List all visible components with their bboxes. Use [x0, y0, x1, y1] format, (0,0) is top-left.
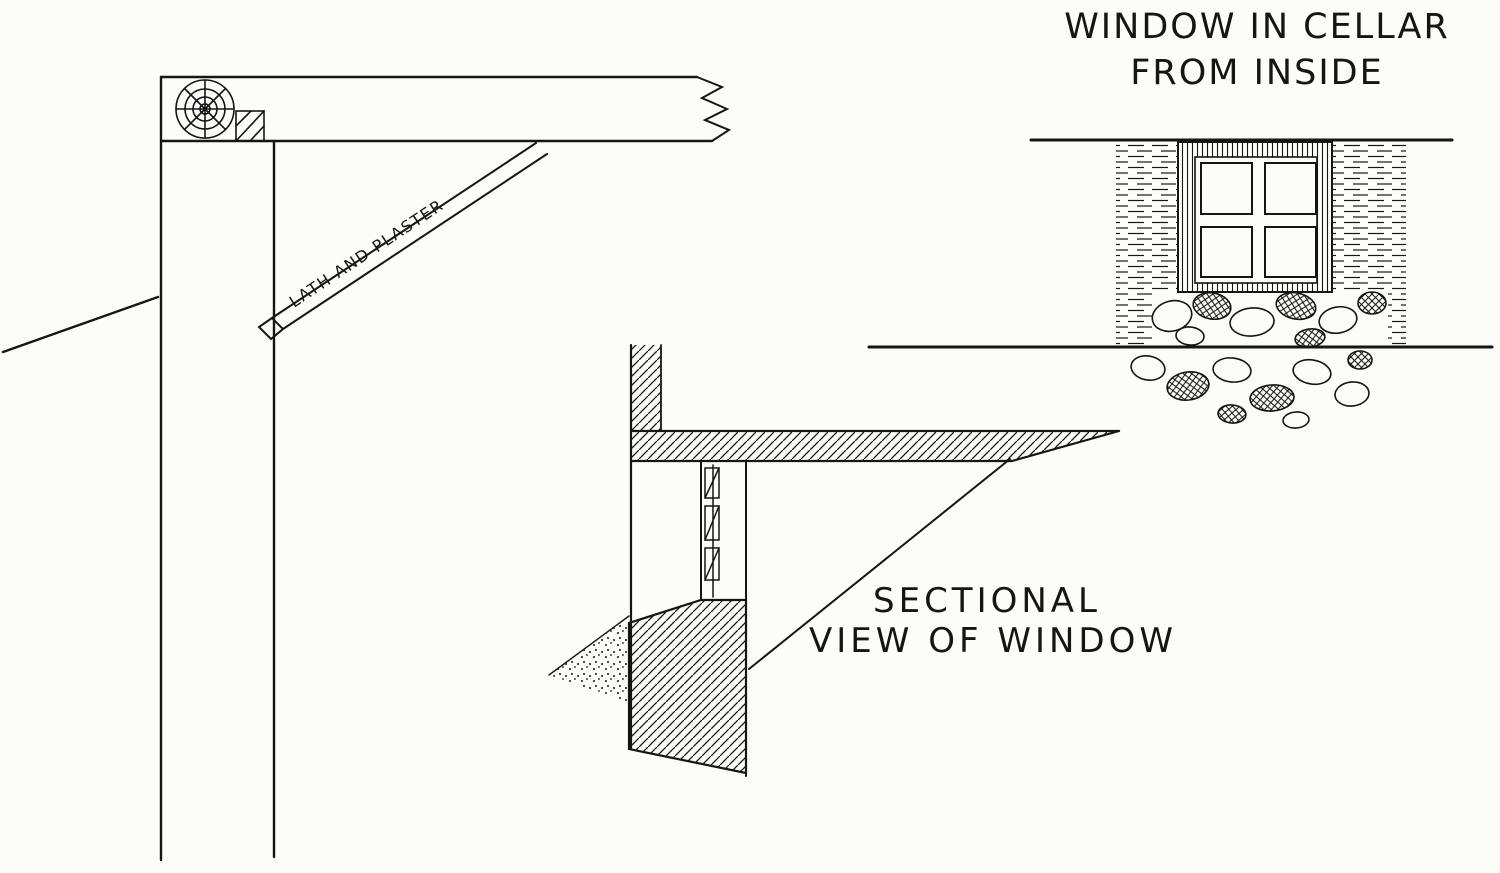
- sectional-label-line1: SECTIONAL: [873, 581, 1101, 621]
- pane-top-right: [1264, 162, 1317, 215]
- framing-section-drawing: [1, 75, 732, 862]
- sectional-label-line2: VIEW OF WINDOW: [809, 621, 1177, 661]
- cellar-title-line1: WINDOW IN CELLAR: [1064, 7, 1450, 47]
- soil-surface-line: [548, 615, 630, 676]
- pane-bottom-right: [1264, 226, 1317, 278]
- sash-sections: [704, 467, 720, 581]
- wall-hatch-lower-right: [1388, 292, 1406, 345]
- lath-board-end-cap: [257, 316, 285, 341]
- caption-leader-line: [748, 458, 1011, 670]
- wall-hatch-left: [1116, 142, 1178, 292]
- masonry-block: [627, 598, 748, 775]
- wall-strip-hatch: [631, 345, 661, 431]
- floor-band-end: [1010, 429, 1121, 463]
- floor-band-hatch: [631, 431, 1119, 461]
- window-sectional-drawing: [548, 343, 1121, 777]
- cellar-window-drawing: [867, 138, 1494, 429]
- lath-board-bottom-edge: [282, 153, 548, 330]
- lath-and-plaster-label: LATH AND PLASTER: [286, 195, 447, 311]
- ground-line-left: [1, 295, 160, 354]
- wall-hatch-right: [1332, 142, 1406, 292]
- pane-bottom-left: [1200, 226, 1253, 278]
- pane-top-left: [1200, 162, 1253, 215]
- lath-board-top-edge: [271, 142, 537, 319]
- cellar-title-line2: FROM INSIDE: [1130, 53, 1383, 93]
- log-end-grain: [175, 79, 265, 142]
- rubble-stones-lower: [1130, 350, 1373, 429]
- beam-broken-end: [696, 76, 732, 142]
- wall-hatch-lower-left: [1116, 292, 1152, 345]
- rubble-stones-upper: [1151, 291, 1387, 348]
- soil-stipple: [549, 616, 629, 703]
- window-panes: [1200, 162, 1317, 278]
